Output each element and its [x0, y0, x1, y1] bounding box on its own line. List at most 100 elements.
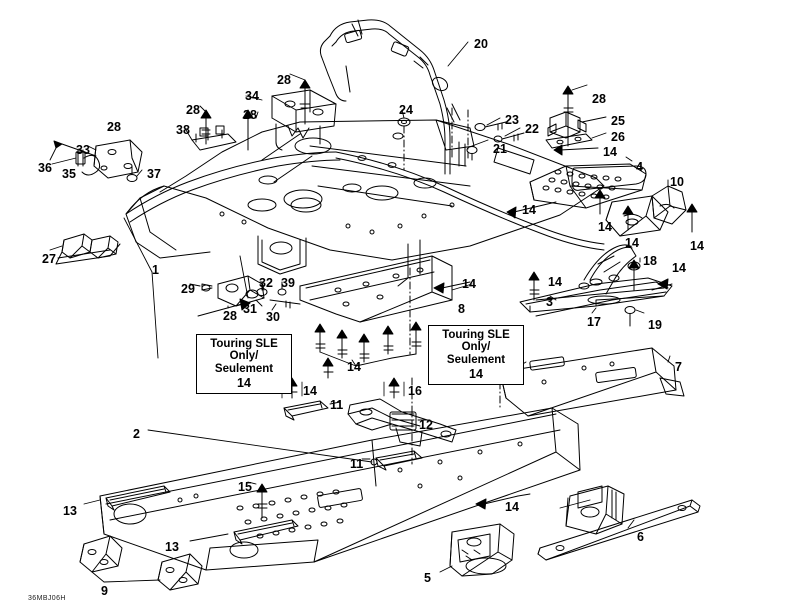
part-label-13: 13 [63, 504, 77, 518]
callout-line-2: Only/ [229, 350, 259, 363]
part-4-runningboard [529, 156, 647, 209]
part-label-29: 29 [181, 282, 195, 296]
callout-line-3: Seulement [214, 362, 274, 375]
fastener-14-under-panel [314, 321, 422, 367]
part-5-bracket [439, 523, 515, 577]
part-12-crossmember [347, 398, 457, 447]
part-31-assembly [189, 275, 265, 307]
part-label-30: 30 [266, 310, 280, 324]
part-33-bracket [87, 139, 143, 179]
part-8-panel [299, 255, 473, 323]
part-27-clips [49, 233, 121, 265]
part-label-14: 14 [672, 261, 686, 275]
part-9-mounts [79, 535, 203, 591]
fastener-15 [247, 481, 268, 519]
fastener-28-right [562, 84, 588, 147]
part-35-link [51, 149, 101, 176]
part-label-25: 25 [611, 114, 625, 128]
part-label-6: 6 [637, 530, 644, 544]
part-label-11: 11 [350, 457, 364, 471]
fastener-28-a [289, 73, 311, 125]
part-label-34: 34 [245, 89, 259, 103]
part-label-14: 14 [603, 145, 617, 159]
callout-part-number: 14 [237, 376, 251, 391]
callout-line-3: Seulement [446, 353, 506, 366]
part-label-14: 14 [522, 203, 536, 217]
callout-line-1: Touring SLE [210, 338, 278, 350]
part-label-13: 13 [165, 540, 179, 554]
part-22-bolt [493, 127, 525, 143]
drawing-code: 36MBJ06H [28, 595, 66, 602]
part-label-8: 8 [458, 302, 465, 316]
part-label-26: 26 [611, 130, 625, 144]
callout-part-number: 14 [469, 367, 483, 382]
part-24-fastener [397, 109, 411, 171]
fastener-28-c [199, 105, 212, 145]
fastener-28-centre [197, 298, 251, 317]
part-26-plate [545, 132, 607, 149]
part-label-21: 21 [493, 142, 507, 156]
part-label-7: 7 [675, 360, 682, 374]
part-label-3: 3 [546, 295, 553, 309]
part-label-14: 14 [625, 236, 639, 250]
part-label-28: 28 [107, 120, 121, 134]
part-13-plates [83, 485, 299, 545]
part-38-plate [185, 125, 237, 151]
part-label-14: 14 [548, 275, 562, 289]
part-label-14: 14 [690, 239, 704, 253]
part-label-36: 36 [38, 161, 52, 175]
part-37-fastener [126, 165, 143, 182]
part-11-plates [283, 400, 423, 471]
part-label-18: 18 [643, 254, 657, 268]
part-label-28: 28 [277, 73, 291, 87]
part-label-22: 22 [525, 122, 539, 136]
fastener-14-right-a [553, 144, 599, 156]
part-25-bracket [547, 111, 607, 139]
part-label-32: 32 [259, 276, 273, 290]
part-2-tunnel [99, 407, 581, 571]
part-label-19: 19 [648, 318, 662, 332]
fastener-14-bottom [475, 493, 531, 510]
part-label-39: 39 [281, 276, 295, 290]
part-label-14: 14 [347, 360, 361, 374]
part-label-14: 14 [462, 277, 476, 291]
part-lower-right-bracket [605, 195, 669, 237]
callout-line-2: Only/ [461, 341, 491, 354]
callout-line-1: Touring SLE [442, 329, 510, 341]
part-label-35: 35 [62, 167, 76, 181]
fastener-28-b [242, 109, 259, 151]
part-label-28: 28 [592, 92, 606, 106]
part-23-bolt [474, 117, 507, 131]
callout-box-touring-sle-right: Touring SLE Only/ Seulement 14 [428, 325, 524, 385]
part-label-10: 10 [670, 175, 684, 189]
part-label-14: 14 [303, 384, 317, 398]
part-label-14: 14 [505, 500, 519, 514]
part-3-17-assembly [519, 244, 673, 327]
part-36-rod [49, 140, 97, 161]
part-34-bracket [245, 89, 337, 151]
part-label-12: 12 [419, 418, 433, 432]
part-label-23: 23 [505, 113, 519, 127]
part-label-38: 38 [176, 123, 190, 137]
fastener-14-16 [281, 357, 405, 399]
part-32-39-30-fasteners [255, 281, 301, 311]
part-1-frame [123, 119, 605, 359]
part-label-16: 16 [408, 384, 422, 398]
part-label-5: 5 [424, 571, 431, 585]
fastener-14-cluster-right [506, 189, 698, 233]
part-7-side-rail [499, 347, 685, 417]
part-label-24: 24 [399, 103, 413, 117]
part-label-17: 17 [587, 315, 601, 329]
part-label-15: 15 [238, 480, 252, 494]
part-label-11: 11 [330, 398, 344, 412]
leader-29 [239, 255, 249, 299]
part-20-grab-bar [319, 19, 469, 175]
part-label-28: 28 [223, 309, 237, 323]
part-label-9: 9 [101, 584, 108, 598]
part-label-2: 2 [133, 427, 140, 441]
part-label-28: 28 [243, 108, 257, 122]
part-label-14: 14 [598, 220, 612, 234]
part-label-1: 1 [152, 263, 159, 277]
